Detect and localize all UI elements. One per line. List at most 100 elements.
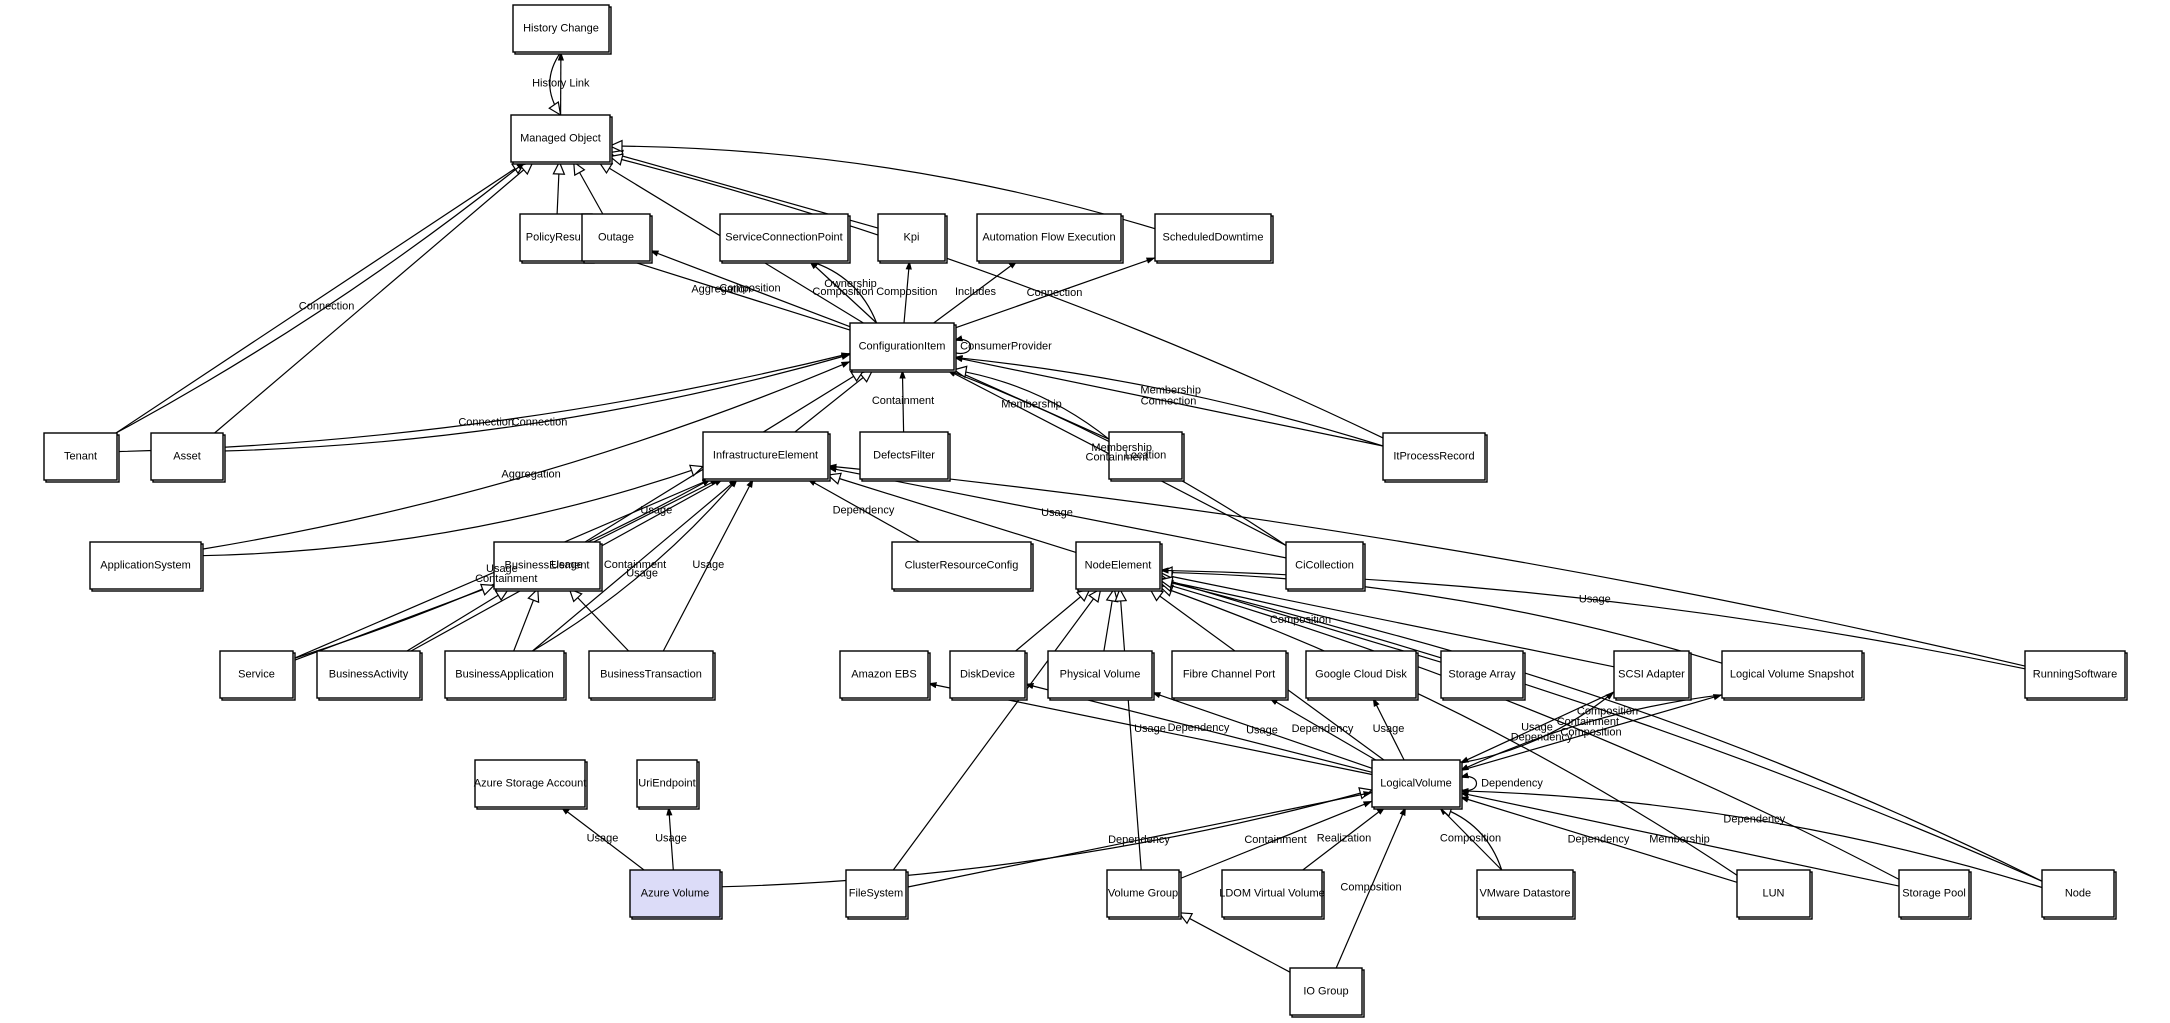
node-box[interactable]: [510, 114, 611, 163]
node-box[interactable]: [1221, 869, 1323, 918]
node-businessactivity[interactable]: BusinessActivity: [316, 650, 423, 701]
node-location[interactable]: Location: [1108, 431, 1185, 482]
node-scsi-adapter[interactable]: SCSI Adapter: [1613, 650, 1692, 701]
edge-service-to-businesselement: [292, 585, 494, 662]
edge-label-usage: Usage: [640, 504, 672, 516]
edge-itprocessrecord-to-configurationitem: [953, 355, 1384, 447]
edge-label-containment: Containment: [872, 395, 934, 407]
node-box[interactable]: [702, 431, 829, 480]
node-box[interactable]: [891, 541, 1032, 590]
node-scheduleddowntime[interactable]: ScheduledDowntime: [1154, 213, 1274, 264]
node-box[interactable]: [1371, 759, 1461, 808]
node-box[interactable]: [1154, 213, 1272, 262]
node-managed-object[interactable]: Managed Object: [510, 114, 613, 165]
node-tenant[interactable]: Tenant: [43, 432, 120, 483]
node-box[interactable]: [849, 322, 955, 371]
node-box[interactable]: [1108, 431, 1183, 480]
node-clusterresourceconfig[interactable]: ClusterResourceConfig: [891, 541, 1034, 592]
node-box[interactable]: [1721, 650, 1863, 699]
node-logicalvolume[interactable]: LogicalVolume: [1371, 759, 1463, 810]
node-logical-volume-snapshot[interactable]: Logical Volume Snapshot: [1721, 650, 1865, 701]
node-box[interactable]: [719, 213, 849, 262]
node-fibre-channel-port[interactable]: Fibre Channel Port: [1171, 650, 1289, 701]
node-lun[interactable]: LUN: [1736, 869, 1813, 920]
node-node[interactable]: Node: [2041, 869, 2117, 920]
node-box[interactable]: [1382, 432, 1486, 481]
node-service[interactable]: Service: [219, 650, 296, 701]
node-box[interactable]: [1736, 869, 1811, 918]
node-storage-pool[interactable]: Storage Pool: [1898, 869, 1972, 920]
node-box[interactable]: [512, 4, 610, 53]
node-outage[interactable]: Outage: [581, 213, 653, 264]
node-box[interactable]: [839, 650, 929, 699]
node-box[interactable]: [1613, 650, 1690, 699]
node-businesselement[interactable]: BusinessElement: [493, 541, 603, 592]
node-box[interactable]: [877, 213, 946, 262]
node-box[interactable]: [444, 650, 565, 699]
node-box[interactable]: [1285, 541, 1364, 590]
node-businesstransaction[interactable]: BusinessTransaction: [588, 650, 716, 701]
node-io-group[interactable]: IO Group: [1289, 967, 1365, 1018]
node-runningsoftware[interactable]: RunningSoftware: [2024, 650, 2128, 701]
node-businessapplication[interactable]: BusinessApplication: [444, 650, 567, 701]
edge-logicalvolume-to-google-cloud-disk: [1372, 697, 1405, 761]
node-box[interactable]: [1047, 650, 1153, 699]
node-applicationsystem[interactable]: ApplicationSystem: [89, 541, 204, 592]
node-cicollection[interactable]: CiCollection: [1285, 541, 1366, 592]
node-box[interactable]: [1171, 650, 1287, 699]
node-asset[interactable]: Asset: [150, 432, 226, 483]
node-box[interactable]: [845, 869, 907, 918]
node-box[interactable]: [1289, 967, 1363, 1016]
node-storage-array[interactable]: Storage Array: [1440, 650, 1526, 701]
node-itprocessrecord[interactable]: ItProcessRecord: [1382, 432, 1488, 483]
node-box[interactable]: [1898, 869, 1970, 918]
node-box[interactable]: [519, 213, 593, 262]
node-vmware-datastore[interactable]: VMware Datastore: [1476, 869, 1576, 920]
node-uriendpoint[interactable]: UriEndpoint: [636, 759, 700, 810]
node-configurationitem[interactable]: ConfigurationItem: [849, 322, 957, 373]
node-infrastructureelement[interactable]: InfrastructureElement: [702, 431, 831, 482]
node-box[interactable]: [89, 541, 202, 590]
node-box[interactable]: [219, 650, 294, 699]
node-kpi[interactable]: Kpi: [877, 213, 948, 264]
node-box[interactable]: [150, 432, 224, 481]
node-volume-group[interactable]: Volume Group: [1106, 869, 1182, 920]
node-filesystem[interactable]: FileSystem: [845, 869, 909, 920]
node-automation-flow-execution[interactable]: Automation Flow Execution: [976, 213, 1124, 264]
node-box[interactable]: [1075, 541, 1161, 590]
node-box[interactable]: [43, 432, 118, 481]
node-defectsfilter[interactable]: DefectsFilter: [859, 431, 951, 482]
node-ldom-virtual-volume[interactable]: LDOM Virtual Volume: [1219, 869, 1325, 920]
node-history-change[interactable]: History Change: [512, 4, 612, 55]
node-nodeelement[interactable]: NodeElement: [1075, 541, 1163, 592]
node-azure-volume[interactable]: Azure Volume: [629, 869, 723, 920]
node-diskdevice[interactable]: DiskDevice: [949, 650, 1028, 701]
node-box[interactable]: [949, 650, 1026, 699]
inheritance-connector: [214, 162, 533, 434]
node-box[interactable]: [316, 650, 421, 699]
node-box[interactable]: [976, 213, 1122, 262]
node-box[interactable]: [2024, 650, 2126, 699]
node-box[interactable]: [636, 759, 698, 808]
node-azure-storage-account[interactable]: Azure Storage Account: [474, 759, 588, 810]
edge-label-usage: Usage: [1579, 594, 1611, 606]
node-label: Location: [1125, 449, 1167, 461]
association-connector: [903, 260, 912, 324]
node-amazon-ebs[interactable]: Amazon EBS: [839, 650, 931, 701]
node-box[interactable]: [1305, 650, 1417, 699]
node-google-cloud-disk[interactable]: Google Cloud Disk: [1305, 650, 1419, 701]
edge-tenant-to-managed-object: [115, 161, 526, 434]
node-physical-volume[interactable]: Physical Volume: [1047, 650, 1155, 701]
node-box[interactable]: [588, 650, 714, 699]
node-serviceconnectionpoint[interactable]: ServiceConnectionPoint: [719, 213, 851, 264]
node-box[interactable]: [1106, 869, 1180, 918]
node-box[interactable]: [859, 431, 949, 480]
node-box[interactable]: [493, 541, 601, 590]
node-box[interactable]: [474, 759, 586, 808]
node-box[interactable]: [1440, 650, 1524, 699]
node-box[interactable]: [629, 869, 721, 918]
node-box[interactable]: [581, 213, 651, 262]
node-box[interactable]: [1476, 869, 1574, 918]
node-box[interactable]: [2041, 869, 2115, 918]
